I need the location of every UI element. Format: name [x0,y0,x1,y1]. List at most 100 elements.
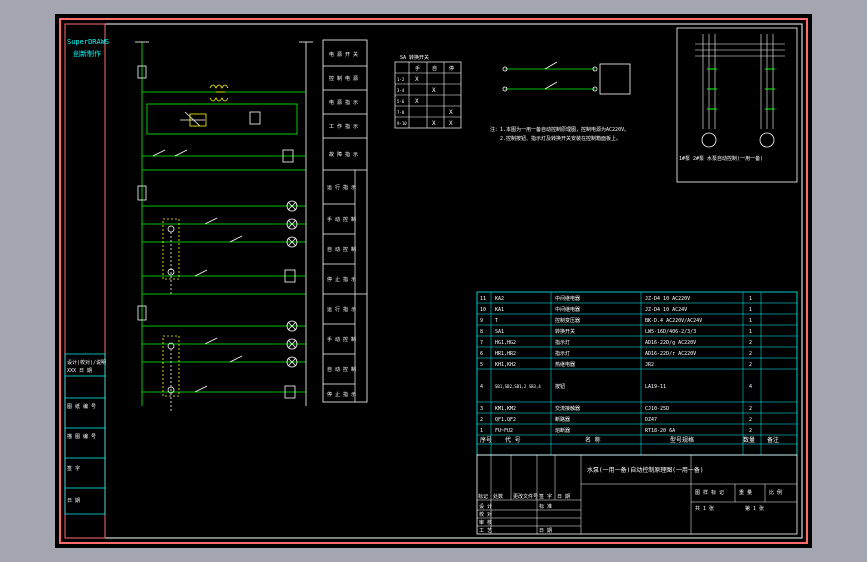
drawing-title: 水泵(一用一备)自动控制原理图(一用一备) [587,466,703,474]
p1-label-2: 自 动 控 制 [327,246,356,253]
bom-r3-c4: 1 [749,329,752,335]
left-binding-frame [64,23,106,539]
sw-col-auto: 自 [432,65,437,72]
bom-r7-c1: SB1,SB2,SB1,2 SB3,4 [495,384,541,389]
tb-sheet-current: 第 1 张 [745,505,764,512]
control-circuit [135,41,313,412]
bom-r10-c2: 熔断器 [555,427,570,434]
bom-r5-c3: AD16-22D/r AC220V [645,351,696,357]
bom-r2-c0: 9 [480,318,483,324]
p1-label-1: 手 动 控 制 [327,216,356,223]
bom-r9-c4: 2 [749,417,752,423]
tb-role-2: 审 核 [479,519,492,526]
function-labels: 电 源 开 关 控 制 电 源 电 源 指 示 工 作 指 示 故 障 指 示 … [322,39,368,403]
brand-line2: 创新制作 [73,49,101,58]
bom-r8-c1: KM1,KM2 [495,406,516,412]
bom-r4-c0: 7 [480,340,483,346]
drawing-sheet: SuperDRAWS 创新制作 设计(校对)/说明 XXX 日 期 图 纸 编 … [55,14,812,548]
bom-r7-c4: 4 [749,384,752,390]
bom-r10-c1: FU~FU2 [495,428,513,434]
bom-r7-c3: LA19-11 [645,384,666,390]
side-line-3: 描 图 编 号 [67,433,96,440]
bom-r0-c1: KA2 [495,296,504,302]
bom-h4: 数量 [743,436,755,444]
sw-row-3: 7-8 [397,110,405,115]
bom-r3-c3: LW5-16D/406-2/3/3 [645,329,696,335]
side-line-0: 设计(校对)/说明 [67,359,106,366]
bom-r0-c4: 1 [749,296,752,302]
tb-label-3: 签 字 [539,493,552,500]
bom-r6-c2: 热继电器 [555,361,575,368]
sw-cell-4-3: X [449,120,453,127]
sw-col-stop: 停 [449,65,454,72]
bom-r1-c0: 10 [480,307,486,313]
motor-caption: 1#泵 2#泵 水泵自动控制(一用一备) [679,155,763,162]
label-control-power: 控 制 电 源 [329,75,358,82]
p2-label-3: 停 止 指 示 [327,391,356,398]
p1-label-3: 停 止 指 示 [327,276,356,283]
bom-r2-c3: BK-D.4 AC220V/AC24V [645,318,702,324]
bom-r8-c3: CJ10-25D [645,406,669,412]
bom-r0-c3: JZ-D4 10 AC220V [645,296,690,302]
bom-r0-c2: 中间继电器 [555,295,580,302]
side-line-4: 签 字 [67,465,80,472]
bom-table: 11 KA2 中间继电器 JZ-D4 10 AC220V 1 10 KA1 中间… [476,291,798,456]
sw-row-0: 1-2 [397,77,405,82]
bom-r10-c0: 1 [480,428,483,434]
side-line-2: 图 纸 编 号 [67,403,96,410]
bom-h5: 备注 [767,436,779,444]
bom-r5-c0: 6 [480,351,483,357]
tb-label-0: 标记 [478,493,488,500]
tb-label-2: 更改文件号 [513,493,538,500]
sw-cell-1-2: X [432,87,436,94]
p2-label-1: 手 动 控 制 [327,336,356,343]
p2-label-2: 自 动 控 制 [327,366,356,373]
bom-r4-c2: 指示灯 [555,339,570,346]
sw-cell-0-1: X [415,76,419,83]
sw-row-4: 9-10 [397,121,407,126]
bom-r6-c4: 2 [749,362,752,368]
p2-label-0: 运 行 指 示 [327,306,356,313]
tb-col-1: 重 量 [739,489,752,496]
sw-row-2: 5-6 [397,99,405,104]
bom-r6-c0: 5 [480,362,483,368]
tb-role-3: 工 艺 [479,528,492,534]
bom-r8-c2: 交流接触器 [555,405,580,412]
sw-cell-2-1: X [415,98,419,105]
tb-role-0: 设 计 [479,503,492,510]
schematic-svg: SuperDRAWS 创新制作 设计(校对)/说明 XXX 日 期 图 纸 编 … [59,18,808,544]
bom-r9-c3: DZ47 [645,417,657,423]
bom-r10-c3: RT18-20 6A [645,428,675,434]
bom-r0-c0: 11 [480,296,486,302]
outer-frame [59,18,808,544]
motor-main-circuit: 1#泵 2#泵 水泵自动控制(一用一备) [676,27,798,183]
side-line-1: XXX 日 期 [67,368,92,374]
tb-label-1: 处数 [493,493,503,500]
tb-mid-1: 日 期 [539,528,552,534]
bom-r5-c4: 2 [749,351,752,357]
bom-r7-c2: 按钮 [555,383,565,390]
bom-r2-c4: 1 [749,318,752,324]
bom-h0: 序号 [480,436,492,444]
bom-r1-c2: 中间继电器 [555,306,580,313]
switch-table: SA 转换开关 手 自 停 1-2 X 3-4 X 5-6 X 7-8 X 9-… [394,54,462,129]
label-power-indicator: 电 源 指 示 [329,99,358,106]
inner-frame [104,23,803,539]
bom-r3-c1: SA1 [495,329,504,335]
tb-label-4: 日 期 [557,494,570,500]
bom-r9-c0: 2 [480,417,483,423]
brand-line1: SuperDRAWS [67,38,109,46]
side-line-5: 日 期 [67,498,80,504]
bom-r10-c4: 2 [749,428,752,434]
tb-col-0: 图 样 标 记 [695,489,724,496]
note-line2: 2.控制按钮、指示灯及转换开关安装在控制箱面板上。 [500,135,621,142]
bom-r9-c2: 断路器 [555,416,570,423]
bom-h2: 名 称 [585,436,601,444]
bom-r8-c0: 3 [480,406,483,412]
bom-r1-c4: 1 [749,307,752,313]
bom-h1: 代 号 [505,436,521,444]
bom-r6-c1: KH1,KH2 [495,362,516,368]
sw-cell-4-2: X [432,120,436,127]
bom-r3-c0: 8 [480,329,483,335]
switch-table-title: SA 转换开关 [400,54,429,61]
